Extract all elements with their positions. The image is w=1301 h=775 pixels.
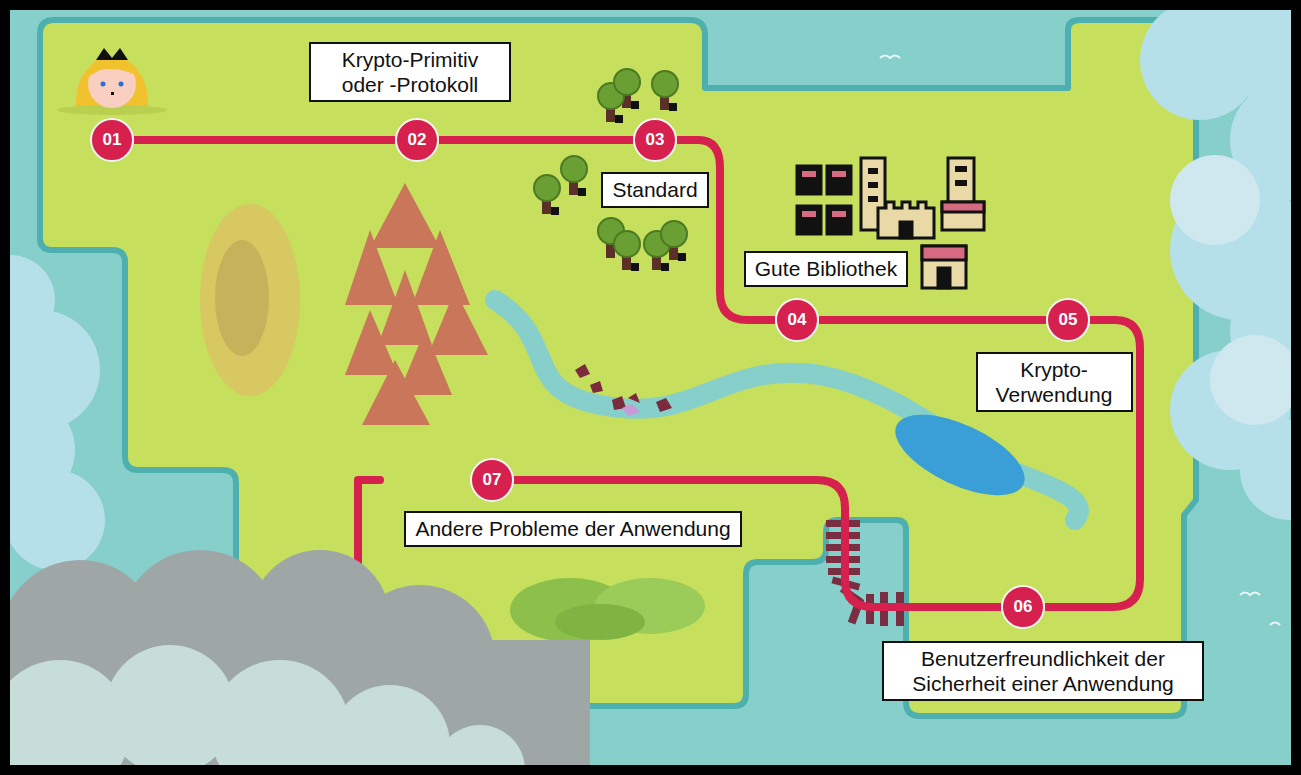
mountains [345, 183, 488, 425]
stop-marker: 03 [633, 118, 677, 162]
trees [534, 69, 687, 271]
frame-border [5, 5, 1296, 770]
stop-marker: 05 [1046, 298, 1090, 342]
stop-marker: 06 [1001, 585, 1045, 629]
desert [200, 204, 300, 396]
land [40, 20, 1196, 716]
place-label: Benutzerfreundlichkeit der Sicherheit ei… [882, 641, 1204, 701]
hills [510, 578, 705, 642]
stop-marker: 07 [470, 458, 514, 502]
river-rocks [575, 364, 672, 416]
route-corner [358, 476, 380, 484]
label-text: Krypto-Primitiv oder -Protokoll [342, 48, 479, 96]
stop-number: 03 [646, 130, 665, 150]
place-label: Gute Bibliothek [744, 251, 908, 286]
place-label: Andere Probleme der Anwendung [404, 511, 741, 546]
label-text: Gute Bibliothek [755, 257, 897, 280]
route-line [677, 140, 775, 320]
place-label: Krypto-Verwendung [976, 352, 1133, 412]
label-text: Andere Probleme der Anwendung [415, 517, 730, 540]
desert-core [215, 240, 269, 356]
avatar [57, 48, 167, 115]
stop-number: 02 [408, 130, 427, 150]
stop-number: 04 [788, 310, 807, 330]
route-line [134, 136, 395, 144]
place-label: Standard [601, 172, 708, 207]
route-line [819, 316, 1046, 324]
place-label: Krypto-Primitiv oder -Protokoll [309, 42, 511, 102]
lake [884, 398, 1036, 512]
route-line [439, 136, 633, 144]
stop-marker: 04 [775, 298, 819, 342]
label-text: Standard [612, 178, 697, 201]
stop-number: 06 [1014, 597, 1033, 617]
label-text: Benutzerfreundlichkeit der Sicherheit ei… [912, 647, 1174, 695]
stop-number: 07 [483, 470, 502, 490]
stop-number: 01 [103, 130, 122, 150]
stop-number: 05 [1059, 310, 1078, 330]
stop-marker: 02 [395, 118, 439, 162]
stop-marker: 01 [90, 118, 134, 162]
label-text: Krypto-Verwendung [996, 358, 1113, 406]
